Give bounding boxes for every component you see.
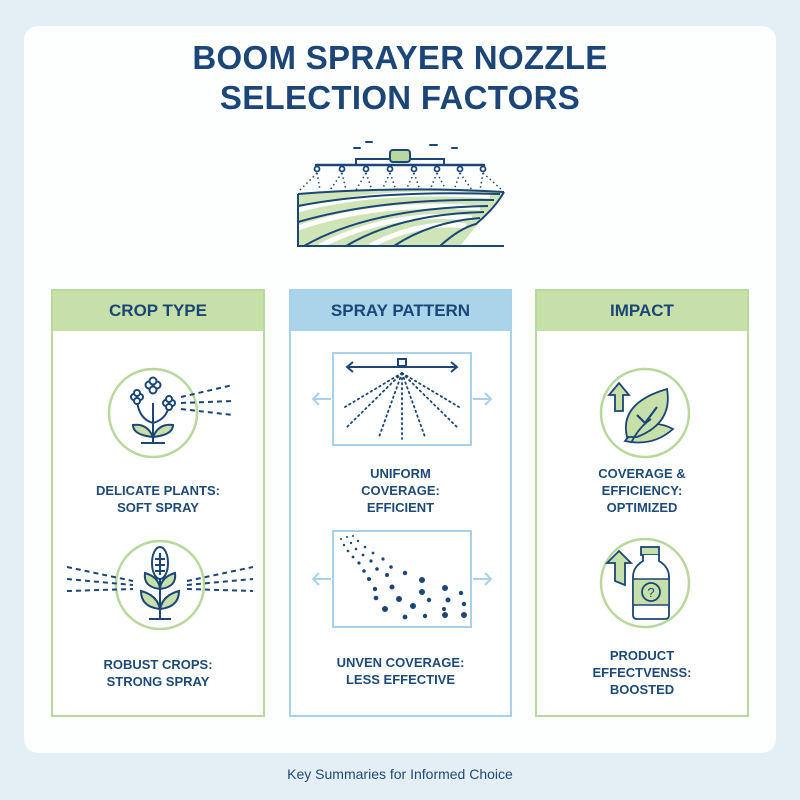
leaf-check-up-arrow-icon: [599, 367, 691, 459]
impact-item-2-label: PRODUCT EFFECTVENSS: BOOSTED: [592, 648, 692, 697]
uneven-droplets-icon: [311, 530, 493, 628]
bottle-up-arrow-icon: ?: [599, 537, 691, 629]
spray-item-1-label: UNIFORM COVERAGE: EFFICIENT: [361, 466, 440, 515]
boom-sprayer-icon: [297, 141, 505, 249]
delicate-flower-soft-spray-icon: [107, 367, 234, 459]
crop-type-column: CROP TYPE DELICATE PLANTS: SOFT SPRAY: [51, 289, 265, 717]
column-header-crop-type: CROP TYPE: [53, 291, 263, 331]
uniform-spray-fan-icon: [311, 352, 493, 446]
column-header-impact: IMPACT: [537, 291, 747, 331]
title-line-2: SELECTION FACTORS: [219, 79, 581, 116]
spray-pattern-column: SPRAY PATTERN UNIFORM COVERAGE: EFFICIEN…: [289, 289, 512, 717]
title-line-1: BOOM SPRAYER NOZZLE: [192, 39, 608, 76]
impact-column: IMPACT COVERAGE & EFFICIENCY: OPTIMIZED …: [535, 289, 749, 717]
column-header-spray-pattern: SPRAY PATTERN: [291, 291, 510, 331]
corn-plant-strong-spray-icon: [66, 539, 254, 631]
page-title: BOOM SPRAYER NOZZLE SELECTION FACTORS: [0, 38, 800, 118]
spray-item-2-label: UNVEN COVERAGE: LESS EFFECTIVE: [336, 655, 465, 687]
crop-item-2-label: ROBUST CROPS: STRONG SPRAY: [103, 657, 213, 689]
crop-item-1-label: DELICATE PLANTS: SOFT SPRAY: [96, 483, 220, 515]
footer-caption: Key Summaries for Informed Choice: [287, 766, 513, 782]
impact-item-1-label: COVERAGE & EFFICIENCY: OPTIMIZED: [598, 466, 686, 515]
svg-text:?: ?: [647, 585, 654, 600]
